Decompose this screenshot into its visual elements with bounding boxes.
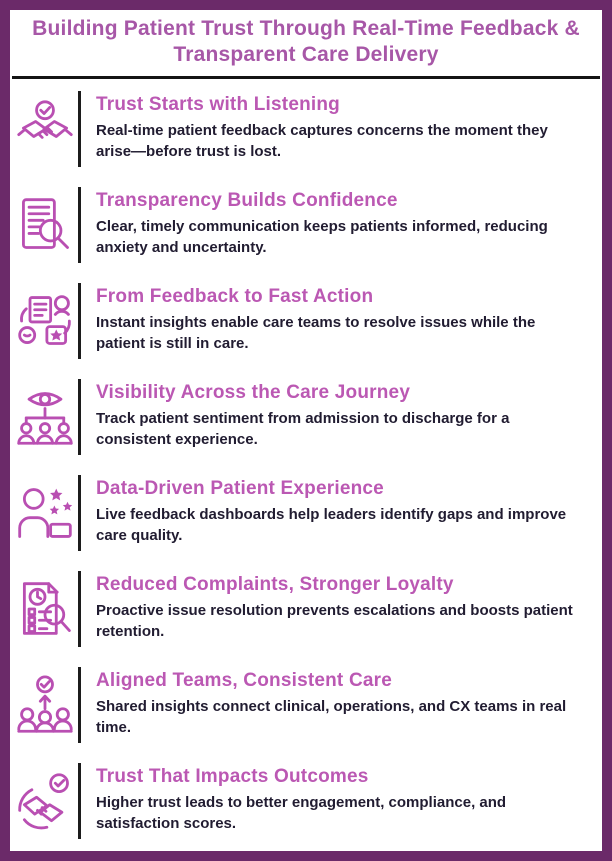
section-body: Shared insights connect clinical, operat… — [96, 698, 567, 736]
section-heading: Reduced Complaints, Stronger Loyalty — [96, 574, 454, 596]
section-body: Track patient sentiment from admission t… — [96, 410, 510, 448]
section-trust-starts-with-listening: Trust Starts with Listening Real-time pa… — [12, 89, 590, 169]
section-heading: Trust That Impacts Outcomes — [96, 766, 369, 788]
section-body: Live feedback dashboards help leaders id… — [96, 506, 567, 544]
section-aligned-teams-consistent-care: Aligned Teams, Consistent Care Shared in… — [12, 665, 590, 745]
section-reduced-complaints-stronger-loyalty: Reduced Complaints, Stronger Loyalty Pro… — [12, 569, 590, 649]
section-body: Proactive issue resolution prevents esca… — [96, 602, 573, 640]
title-divider — [12, 76, 600, 80]
section-visibility-across-care-journey: Visibility Across the Care Journey Track… — [12, 377, 590, 457]
section-data-driven-patient-experience: Data-Driven Patient Experience Live feed… — [12, 473, 590, 553]
section-heading: Data-Driven Patient Experience — [96, 478, 384, 500]
section-body: Instant insights enable care teams to re… — [96, 314, 536, 352]
section-body: Clear, timely communication keeps patien… — [96, 218, 548, 256]
checklist-magnifier-icon — [12, 579, 78, 639]
handshake-check-icon — [12, 99, 78, 159]
eye-hierarchy-icon — [12, 387, 78, 447]
team-arrow-check-icon — [12, 675, 78, 735]
section-heading: Trust Starts with Listening — [96, 94, 340, 116]
feedback-collage-icon — [12, 291, 78, 351]
section-heading: From Feedback to Fast Action — [96, 286, 374, 308]
page-title: Building Patient Trust Through Real-Time… — [32, 17, 580, 67]
person-stars-icon — [12, 483, 78, 543]
section-transparency-builds-confidence: Transparency Builds Confidence Clear, ti… — [12, 185, 590, 265]
section-trust-that-impacts-outcomes: Trust That Impacts Outcomes Higher trust… — [12, 761, 590, 841]
section-from-feedback-to-fast-action: From Feedback to Fast Action Instant ins… — [12, 281, 590, 361]
section-heading: Visibility Across the Care Journey — [96, 382, 411, 404]
section-body: Real-time patient feedback captures conc… — [96, 122, 548, 160]
handshake-badge-icon — [12, 771, 78, 831]
section-body: Higher trust leads to better engagement,… — [96, 794, 507, 832]
document-magnifier-icon — [12, 195, 78, 255]
section-heading: Transparency Builds Confidence — [96, 190, 398, 212]
section-heading: Aligned Teams, Consistent Care — [96, 670, 392, 692]
